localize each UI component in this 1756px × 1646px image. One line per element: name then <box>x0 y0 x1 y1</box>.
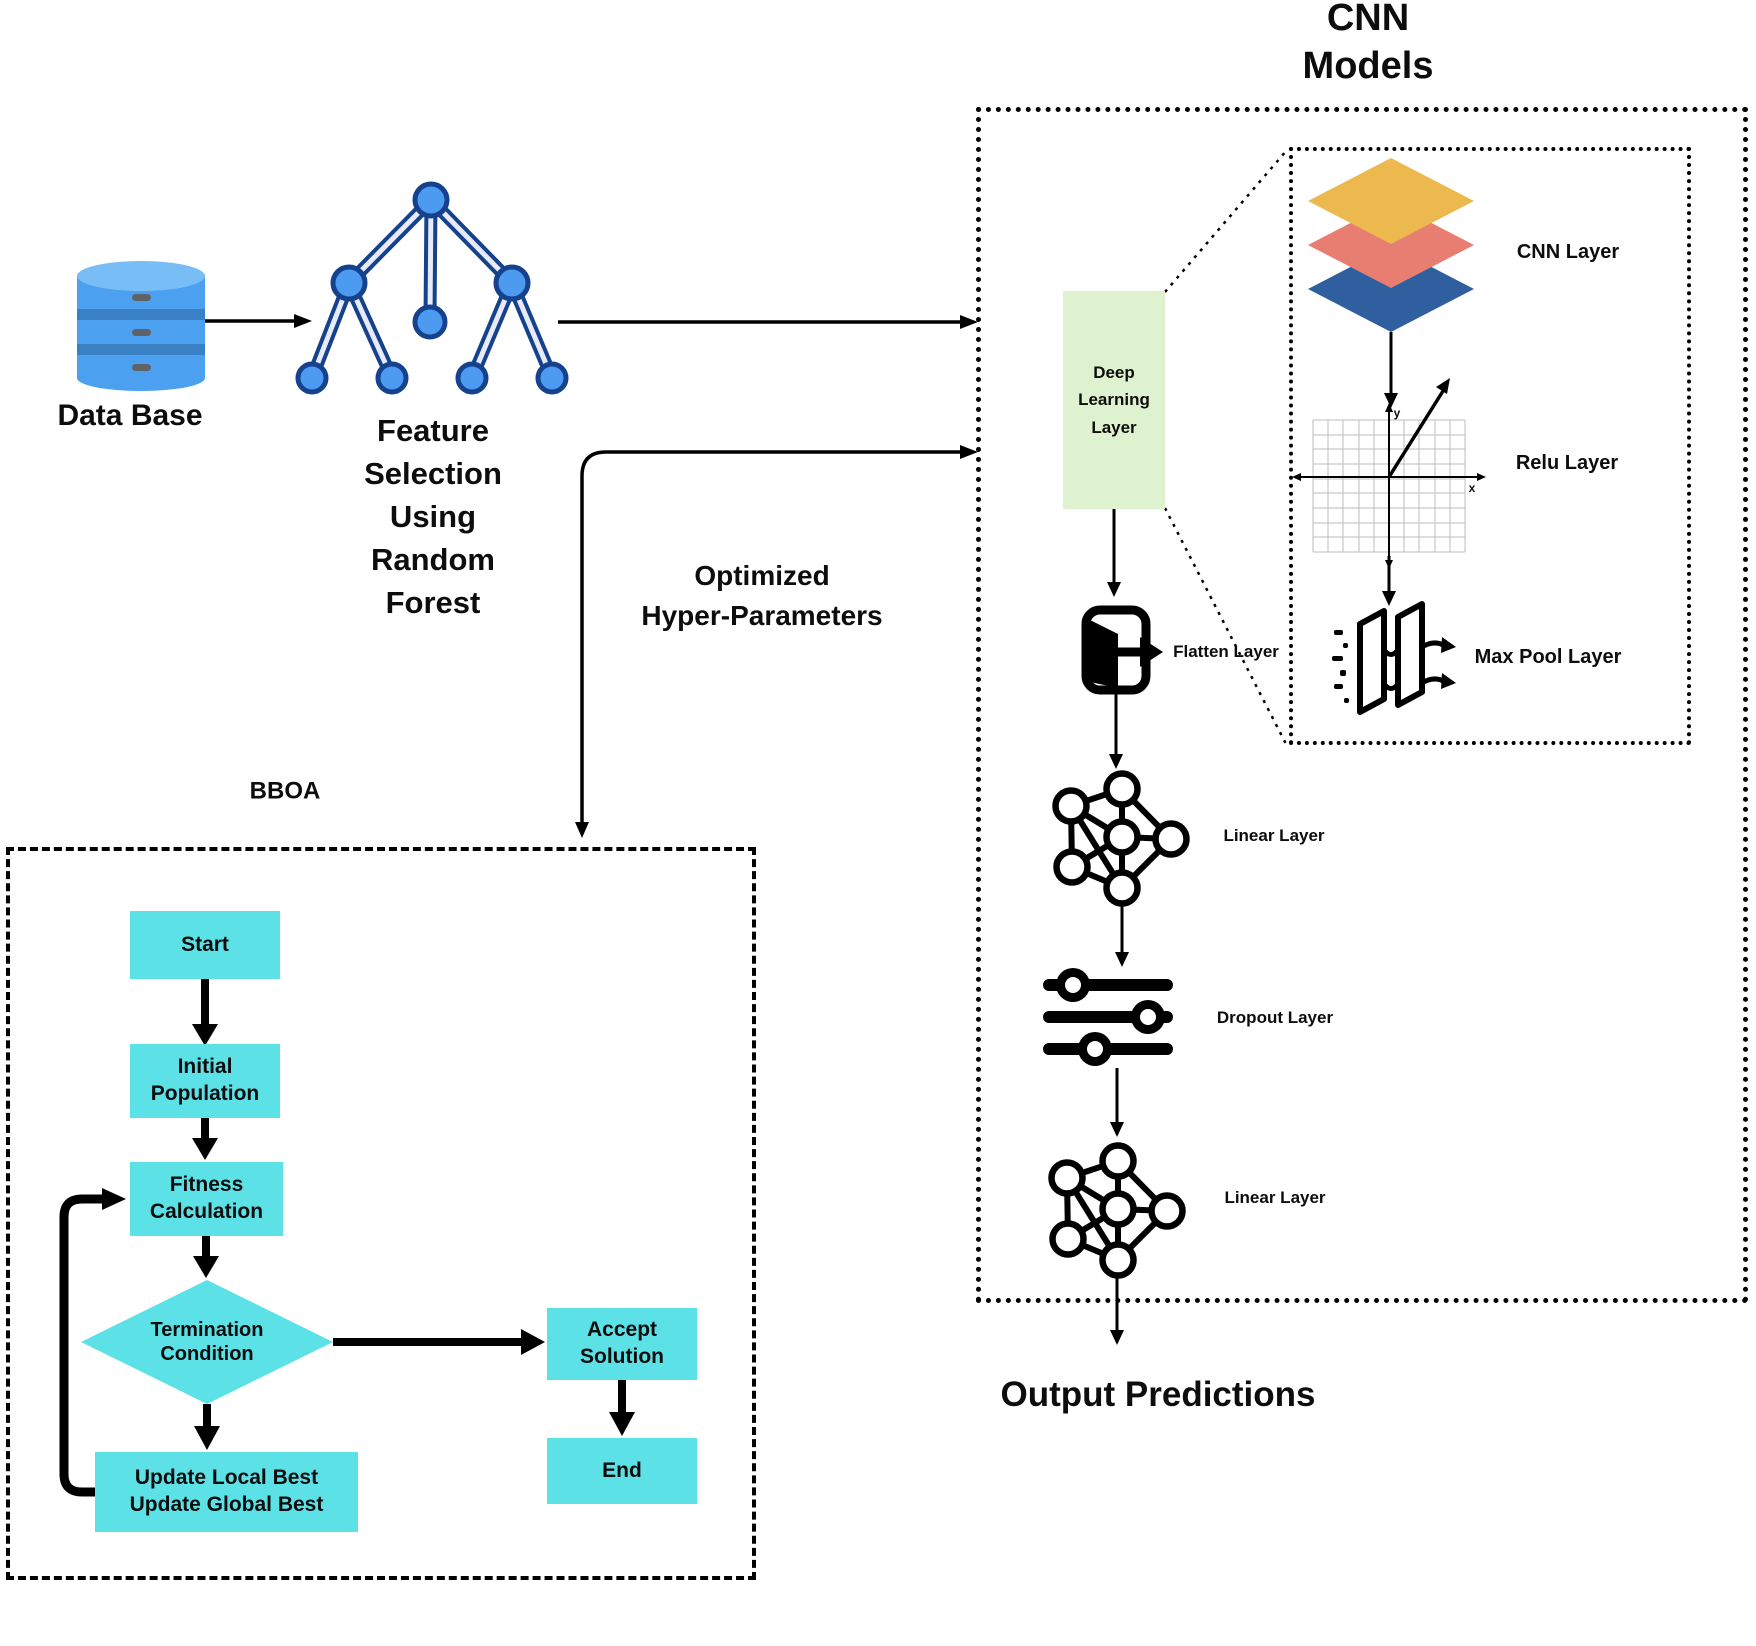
database-label: Data Base <box>57 399 203 432</box>
optimized-hyperparameters-label: Optimized Hyper-Parameters <box>641 560 883 631</box>
feature-selection-label: Feature Selection Using Random Forest <box>364 413 502 620</box>
database-icon <box>77 261 205 391</box>
bboa-label: BBOA <box>249 777 321 805</box>
relu-layer-icon <box>1292 378 1486 569</box>
flatten-layer-icon <box>1081 605 1163 695</box>
dropout-layer-label: Dropout Layer <box>1216 1007 1334 1027</box>
cnn-layer-icon <box>1308 158 1474 332</box>
linear-layer-label-1: Linear Layer <box>1223 825 1325 845</box>
end-box: End <box>547 1438 697 1504</box>
cnn-models-frame <box>976 107 1748 1303</box>
relu-axis-y-label: y <box>1393 405 1401 420</box>
dropout-layer-icon <box>1043 968 1173 1066</box>
flowchart-arrows <box>59 979 635 1497</box>
bboa-frame <box>6 847 756 1580</box>
flow-arrows-thin <box>205 314 1398 1345</box>
linear-layer-icon <box>1052 770 1190 907</box>
relu-axis-x-label: x <box>1468 480 1476 495</box>
max-pool-layer-label: Max Pool Layer <box>1474 646 1622 668</box>
start-box: Start <box>130 911 280 979</box>
relu-layer-label: Relu Layer <box>1515 452 1619 474</box>
termination-diamond <box>81 1280 333 1404</box>
random-forest-tree-icon <box>295 181 569 395</box>
termination-condition-label: Termination Condition <box>150 1319 264 1365</box>
deep-learning-layer-box: Deep Learning Layer <box>1063 291 1165 509</box>
cnn-layer-label: CNN Layer <box>1516 241 1620 263</box>
output-predictions-label: Output Predictions <box>1000 1375 1316 1414</box>
cnn-models-title: CNN Models <box>1302 0 1434 87</box>
linear-layer-label-2: Linear Layer <box>1224 1187 1326 1207</box>
cnn-layer-detail-frame <box>1289 147 1691 745</box>
flatten-layer-label: Flatten Layer <box>1173 641 1279 661</box>
max-pool-icon <box>1332 601 1456 715</box>
